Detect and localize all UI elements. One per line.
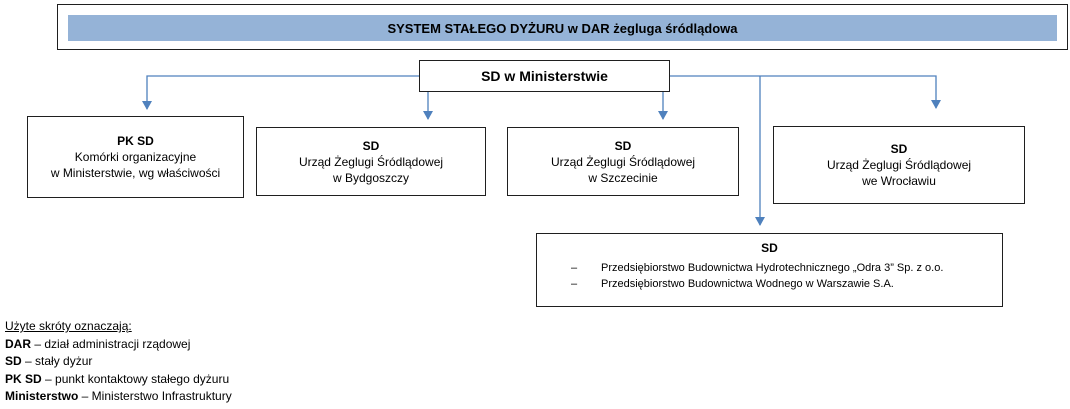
legend-abbr: PK SD — [5, 371, 42, 386]
uzs-bydgoszcz-box: SD Urząd Żeglugi Śródlądowej w Bydgoszcz… — [256, 127, 486, 196]
arrow-to-wroclaw — [670, 75, 941, 109]
dash-bullet: – — [571, 278, 578, 290]
legend-entry: Ministerstwo – Ministerstwo Infrastruktu… — [5, 388, 232, 406]
arrow-to-pk — [142, 75, 419, 110]
legend-abbr: DAR — [5, 336, 31, 351]
uzs-wroclaw-box: SD Urząd Żeglugi Śródlądowej we Wrocławi… — [773, 126, 1025, 204]
uzs-wroclaw-line2: we Wrocławiu — [862, 174, 936, 188]
pk-sd-box: PK SD Komórki organizacyjne w Ministerst… — [27, 116, 244, 198]
uzs-bydgoszcz-line1: Urząd Żeglugi Śródlądowej — [298, 154, 444, 169]
uzs-szczecin-header: SD — [614, 138, 632, 153]
ministry-box: SD w Ministerstwie — [419, 60, 670, 92]
legend-desc: – stały dyżur — [21, 354, 93, 368]
pk-sd-line1: Komórki organizacyjne — [74, 150, 197, 164]
company-name: Przedsiębiorstwo Budownictwa Wodnego w W… — [601, 278, 894, 290]
uzs-wroclaw-line1: Urząd Żeglugi Śródlądowej — [826, 158, 972, 172]
list-item: – Przedsiębiorstwo Budownictwa Wodnego w… — [571, 276, 943, 292]
legend-desc: – punkt kontaktowy stałego dyżuru — [41, 371, 230, 386]
legend-entry: PK SD – punkt kontaktowy stałego dyżuru — [5, 371, 232, 389]
dash-bullet: – — [571, 262, 578, 274]
uzs-bydgoszcz-header: SD — [362, 138, 380, 153]
diagram-title: SYSTEM STAŁEGO DYŻURU w DAR żegluga śród… — [68, 15, 1057, 41]
pk-sd-header: PK SD — [117, 134, 154, 148]
list-item: – Przedsiębiorstwo Budownictwa Hydrotech… — [571, 260, 943, 276]
title-frame: SYSTEM STAŁEGO DYŻURU w DAR żegluga śród… — [57, 4, 1068, 50]
uzs-wroclaw-header: SD — [890, 142, 908, 156]
company-name: Przedsiębiorstwo Budownictwa Hydrotechni… — [601, 262, 944, 274]
uzs-szczecin-box: SD Urząd Żeglugi Śródlądowej w Szczecini… — [507, 127, 739, 196]
abbreviations-legend: Użyte skróty oznaczają: DAR – dział admi… — [5, 318, 232, 406]
companies-header: SD — [761, 241, 778, 255]
legend-abbr: Ministerstwo — [5, 389, 79, 403]
legend-entry: SD – stały dyżur — [5, 353, 232, 371]
companies-box: SD – Przedsiębiorstwo Budownictwa Hydrot… — [536, 233, 1003, 307]
legend-title: Użyte skróty oznaczają: — [5, 319, 132, 333]
uzs-szczecin-line1: Urząd Żeglugi Śródlądowej — [550, 154, 696, 169]
uzs-szczecin-line2: w Szczecinie — [588, 170, 658, 185]
legend-abbr: SD — [5, 354, 22, 368]
companies-list: – Przedsiębiorstwo Budownictwa Hydrotech… — [571, 260, 943, 292]
legend-entry: DAR – dział administracji rządowej — [5, 336, 232, 354]
pk-sd-line2: w Ministerstwie, wg właściwości — [50, 166, 221, 180]
legend-desc: – Ministerstwo Infrastruktury — [78, 389, 232, 403]
legend-desc: – dział administracji rządowej — [31, 336, 191, 351]
uzs-bydgoszcz-line2: w Bydgoszczy — [332, 170, 410, 185]
